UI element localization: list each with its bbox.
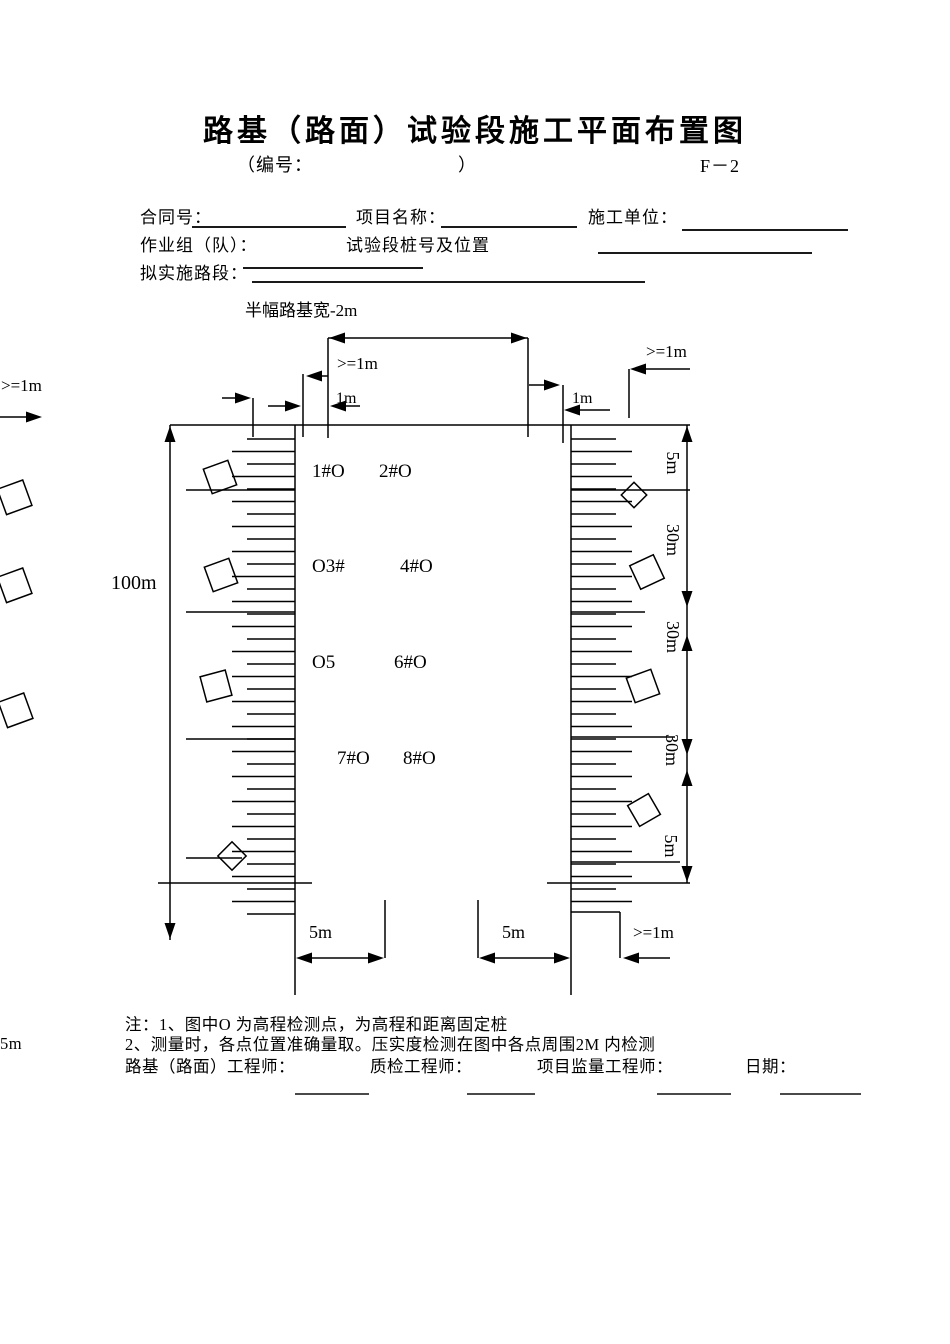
min-1m-label-bottom: >=1m <box>633 923 674 942</box>
note-line-2: 2、测量时，各点位置准确量取。压实度检测在图中各点周围2M 内检测 <box>125 1035 656 1054</box>
point-label-2: 2#O <box>379 461 412 482</box>
stake-marker <box>202 459 238 495</box>
page-title: 路基（路面）试验段施工平面布置图 <box>203 115 747 148</box>
roadbed-engineer-label: 路基（路面）工程师： <box>125 1057 295 1076</box>
point-label-4: 4#O <box>400 556 433 577</box>
1m-label-left: 1m <box>336 390 357 407</box>
min-1m-label-left-margin: >=1m <box>1 376 42 395</box>
station-location-blank <box>598 252 812 254</box>
proposed-section-blank-1 <box>243 267 423 269</box>
point-label-8: 8#O <box>403 748 436 769</box>
length-100m-label: 100m <box>111 572 157 594</box>
stake-marker <box>625 668 661 704</box>
construction-unit-label: 施工单位： <box>588 208 678 227</box>
proposed-section-blank-2 <box>252 281 645 283</box>
proposed-section-label: 拟实施路段： <box>140 264 248 283</box>
dimension-arrowheads <box>26 332 693 964</box>
form-code: F－2 <box>700 156 741 176</box>
quality-engineer-sign-blank <box>467 1093 535 1095</box>
stake-marker <box>199 669 233 703</box>
point-label-5: O5 <box>312 652 335 673</box>
stake-marker <box>0 692 34 729</box>
work-team-label: 作业组（队）： <box>140 236 258 255</box>
stake-marker <box>216 840 248 872</box>
serial-number-open: （编号： <box>237 155 313 175</box>
contract-no-label: 合同号： <box>140 208 212 227</box>
roadbed-engineer-sign-blank <box>295 1093 369 1095</box>
stake-marker <box>626 792 662 828</box>
min-1m-label-top-right: >=1m <box>646 342 687 361</box>
segment-dim-5m-top: 5m <box>663 451 683 474</box>
point-label-6: 6#O <box>394 652 427 673</box>
offset-5m-label-left: 5m <box>309 922 332 942</box>
date-sign-blank <box>780 1093 861 1095</box>
supervision-engineer-label: 项目监量工程师： <box>537 1057 673 1076</box>
quality-engineer-label: 质检工程师： <box>370 1057 472 1076</box>
half-width-label: 半幅路基宽-2m <box>245 301 357 320</box>
stake-marker <box>628 553 666 591</box>
offset-5m-label-right: 5m <box>502 922 525 942</box>
segment-dim-30m-3: 30m <box>662 734 682 766</box>
stake-marker <box>620 481 648 509</box>
project-name-blank <box>441 226 577 228</box>
stake-marker <box>0 567 33 604</box>
contract-no-blank <box>192 226 346 228</box>
point-label-7: 7#O <box>337 748 370 769</box>
min-1m-label-top-left: >=1m <box>337 354 378 373</box>
1m-label-right: 1m <box>572 390 593 407</box>
segment-dim-5m-bottom: 5m <box>661 834 681 857</box>
point-label-3: O3# <box>312 556 345 577</box>
project-name-label: 项目名称： <box>356 208 446 227</box>
hatch-ticks-right <box>571 438 632 903</box>
segment-dim-30m-1: 30m <box>663 524 683 556</box>
stake-marker <box>203 557 239 593</box>
segment-dim-30m-2: 30m <box>663 621 683 653</box>
note-line-1: 注：1、图中O 为高程检测点，为高程和距离固定桩 <box>125 1015 508 1034</box>
edge-5m-label: 5m <box>0 1034 23 1053</box>
supervision-engineer-sign-blank <box>657 1093 731 1095</box>
hatch-ticks-left <box>232 438 295 915</box>
point-label-1: 1#O <box>312 461 345 482</box>
date-label: 日期： <box>745 1057 796 1076</box>
stake-marker <box>0 479 33 516</box>
construction-unit-blank <box>682 229 848 231</box>
serial-number-close: ） <box>458 155 477 175</box>
station-location-label: 试验段桩号及位置 <box>346 236 490 255</box>
